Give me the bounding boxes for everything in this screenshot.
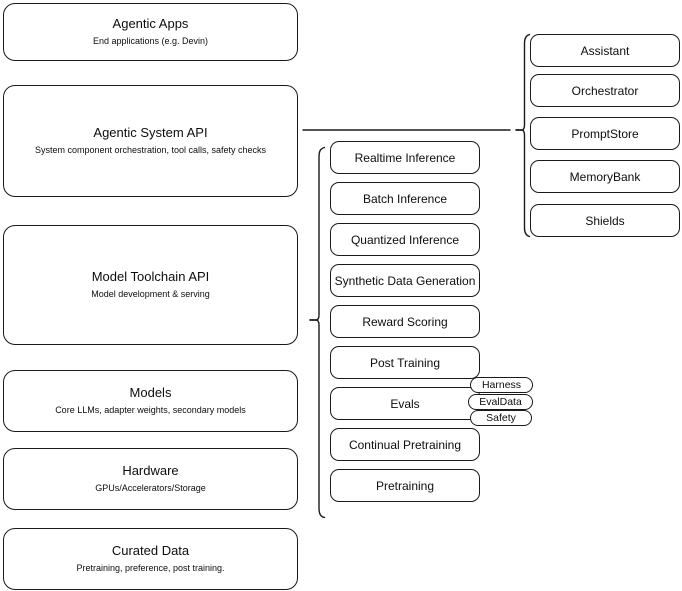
layer-title: Agentic System API xyxy=(93,125,208,140)
toolchain-chip-quantized-inference[interactable]: Quantized Inference xyxy=(330,223,480,256)
layer-subtitle: Core LLMs, adapter weights, secondary mo… xyxy=(55,405,246,415)
layer-subtitle: Model development & serving xyxy=(91,289,210,299)
layer-title: Hardware xyxy=(122,463,179,478)
layer-box-agentic-apps[interactable]: Agentic Apps End applications (e.g. Devi… xyxy=(3,3,298,61)
evals-badge-safety[interactable]: Safety xyxy=(470,410,532,426)
layer-title: Agentic Apps xyxy=(112,16,189,31)
layer-title: Curated Data xyxy=(111,543,190,558)
layer-box-model-toolchain-api[interactable]: Model Toolchain API Model development & … xyxy=(3,225,298,345)
agentic-chip-shields[interactable]: Shields xyxy=(530,204,680,237)
layer-box-hardware[interactable]: Hardware GPUs/Accelerators/Storage xyxy=(3,448,298,510)
toolchain-chip-evals[interactable]: Evals xyxy=(330,387,480,420)
layer-subtitle: GPUs/Accelerators/Storage xyxy=(95,483,206,493)
agentic-chip-promptstore[interactable]: PromptStore xyxy=(530,117,680,150)
layer-box-curated-data[interactable]: Curated Data Pretraining, preference, po… xyxy=(3,528,298,590)
toolchain-chip-reward-scoring[interactable]: Reward Scoring xyxy=(330,305,480,338)
toolchain-chip-synthetic-data-generation[interactable]: Synthetic Data Generation xyxy=(330,264,480,297)
toolchain-chip-batch-inference[interactable]: Batch Inference xyxy=(330,182,480,215)
layer-subtitle: End applications (e.g. Devin) xyxy=(92,36,209,46)
evals-badge-harness[interactable]: Harness xyxy=(470,377,533,393)
evals-badge-evaldata[interactable]: EvalData xyxy=(468,394,533,410)
layer-title: Model Toolchain API xyxy=(91,269,210,284)
toolchain-chip-realtime-inference[interactable]: Realtime Inference xyxy=(330,141,480,174)
toolchain-chip-pretraining[interactable]: Pretraining xyxy=(330,469,480,502)
toolchain-chip-continual-pretraining[interactable]: Continual Pretraining xyxy=(330,428,480,461)
agentic-chip-assistant[interactable]: Assistant xyxy=(530,34,680,67)
layer-box-agentic-system-api[interactable]: Agentic System API System component orch… xyxy=(3,85,298,197)
layer-subtitle: System component orchestration, tool cal… xyxy=(34,145,267,155)
layer-subtitle: Pretraining, preference, post training. xyxy=(76,563,225,573)
toolchain-chip-post-training[interactable]: Post Training xyxy=(330,346,480,379)
agentic-chip-memorybank[interactable]: MemoryBank xyxy=(530,160,680,193)
layer-box-models[interactable]: Models Core LLMs, adapter weights, secon… xyxy=(3,370,298,432)
layer-title: Models xyxy=(129,385,172,400)
agentic-chip-orchestrator[interactable]: Orchestrator xyxy=(530,74,680,107)
